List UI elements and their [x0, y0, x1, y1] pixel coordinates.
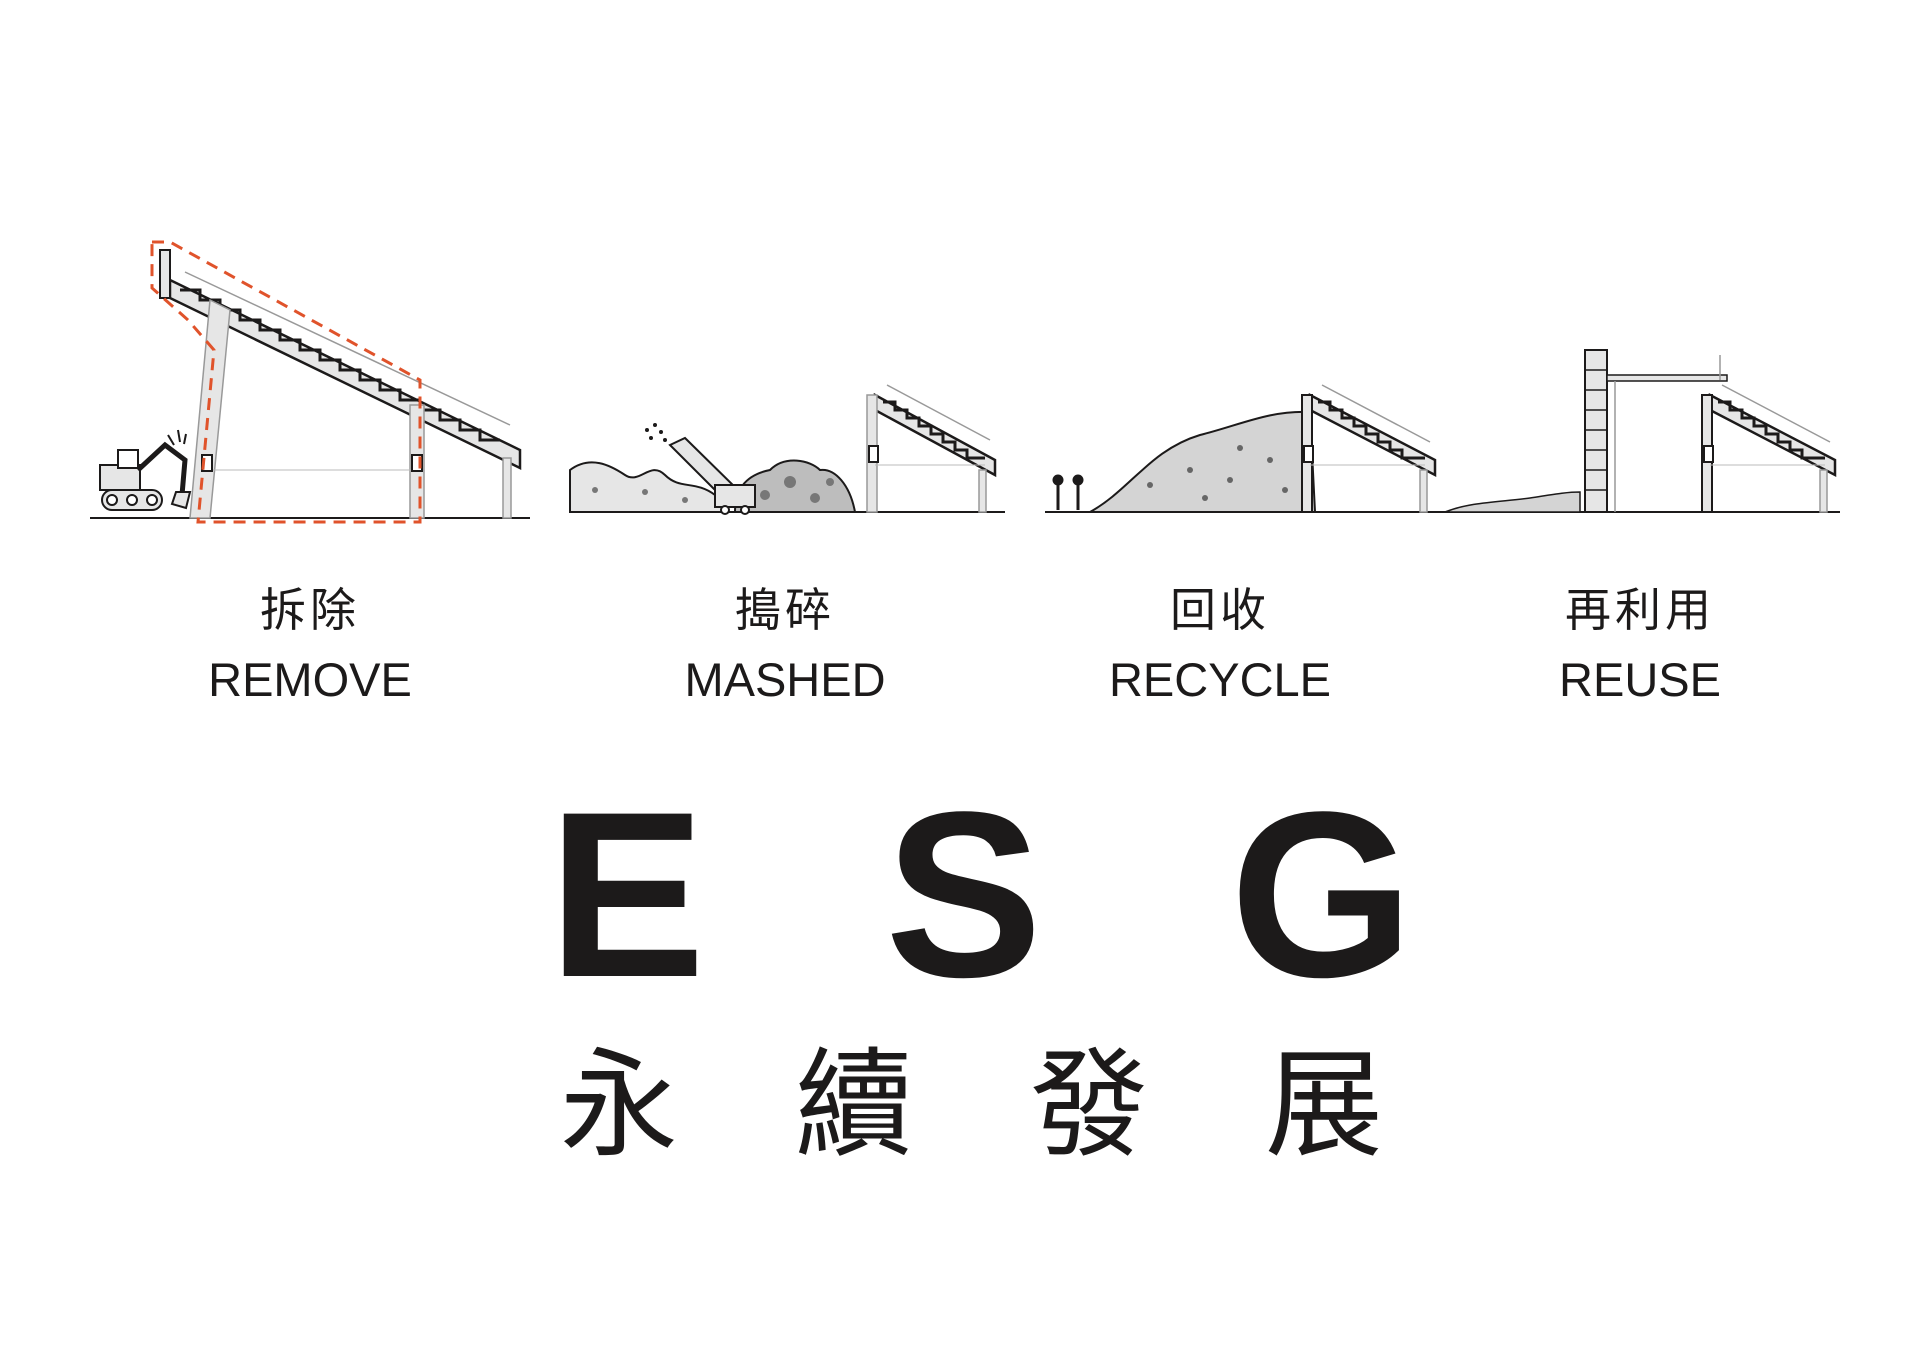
step-remove: 拆除 REMOVE	[90, 580, 530, 712]
step-en-label: MASHED	[684, 653, 886, 706]
step-zh-label: 回收	[1170, 583, 1270, 637]
excavator-demolition-icon	[90, 240, 530, 524]
reuse-structure-icon	[1444, 349, 1840, 513]
step-mashed: 搗碎 MASHED	[565, 580, 1005, 712]
esg-heading: E S G	[500, 763, 1420, 1027]
recycle-pile-icon	[1045, 384, 1480, 513]
step-reuse: 再利用 REUSE	[1420, 580, 1860, 712]
esg-letter-g: G	[1230, 763, 1414, 1027]
step-zh-label: 搗碎	[735, 583, 835, 637]
subtitle-char: 永	[560, 1036, 679, 1174]
esg-letter-s: S	[885, 763, 1043, 1027]
subtitle-char: 發	[1030, 1036, 1149, 1174]
esg-letter-e: E	[548, 763, 706, 1027]
step-en-label: RECYCLE	[1108, 653, 1331, 706]
esg-subtitle: 永 續 發 展	[500, 1040, 1420, 1170]
step-en-label: REUSE	[1559, 653, 1721, 706]
step-recycle: 回收 RECYCLE	[1000, 580, 1440, 712]
subtitle-char: 續	[795, 1036, 914, 1174]
step-en-label: REMOVE	[208, 653, 412, 706]
subtitle-char: 展	[1265, 1036, 1384, 1174]
step-zh-label: 再利用	[1565, 583, 1715, 637]
crusher-rubble-icon	[569, 384, 1005, 515]
step-zh-label: 拆除	[260, 583, 360, 637]
